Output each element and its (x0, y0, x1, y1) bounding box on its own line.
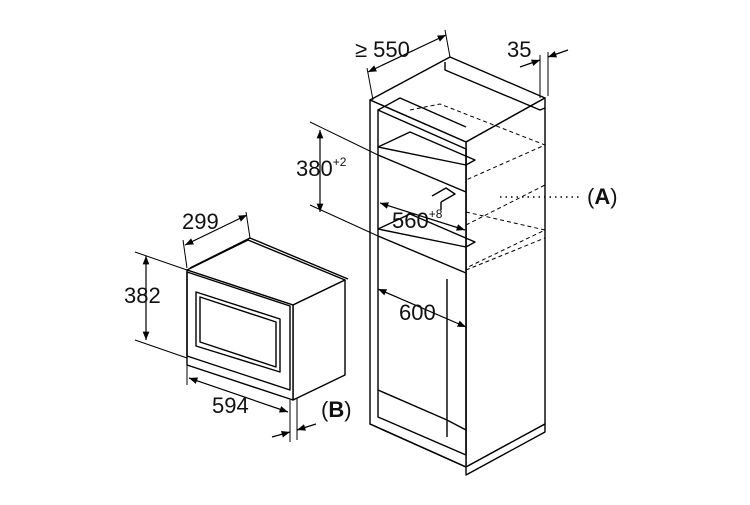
callout-a-letter: A (594, 184, 610, 209)
dim-382-ext-top (134, 251, 188, 271)
dim-600-arrow (377, 288, 467, 328)
dim-299-ext-left (182, 239, 188, 269)
callout-a-close: ) (610, 184, 617, 209)
dim-cabinet-width: 600 (399, 300, 436, 325)
hidden-upper-shelf (409, 103, 547, 181)
dim-niche-width-tolerance: +8 (429, 207, 443, 221)
hidden-lower-back (465, 237, 546, 271)
cabinet-upper-shelf (377, 131, 476, 166)
callout-b-letter: B (328, 397, 344, 422)
dim-35-arrow-left (519, 59, 541, 68)
dim-cabinet-top-offset: 35 (507, 37, 531, 62)
appliance-door (186, 271, 291, 391)
dim-550-ext-left (366, 67, 374, 101)
dim-b-arrow-left (271, 431, 291, 438)
dim-550-arrow (367, 34, 447, 73)
dim-35-arrow-right (547, 49, 569, 58)
dim-299-ext-right (245, 211, 251, 239)
dim-594-arrow (188, 377, 289, 413)
dim-380-ext-top (309, 121, 379, 156)
dim-appliance-width: 594 (212, 393, 249, 418)
cabinet-right-side (465, 97, 546, 468)
dim-299-arrow (184, 214, 248, 246)
appliance-window (195, 291, 281, 373)
dim-appliance-height: 382 (124, 283, 161, 308)
dim-niche-height-value: 380 (296, 156, 333, 181)
cabinet-plinth (369, 423, 546, 476)
dim-b-arrow-right (296, 423, 317, 431)
dim-niche-height-tolerance: +2 (333, 155, 347, 169)
dim-550-ext-right (444, 29, 451, 58)
callout-a: (A) (500, 184, 618, 209)
tall-cabinet (369, 56, 547, 476)
dim-niche-width: 560+8 (392, 207, 443, 233)
callout-a-label: (A) (587, 184, 618, 209)
appliance-window-inner (199, 296, 277, 368)
callout-b-open: ( (321, 397, 329, 422)
dim-appliance-depth: 299 (182, 209, 219, 234)
cabinet-bottom-edge-right (446, 419, 467, 431)
dim-niche-height: 380+2 (296, 155, 347, 181)
dim-niche-width-value: 560 (392, 208, 429, 233)
hidden-mid-line (465, 184, 546, 226)
cabinet-interior-edge (377, 97, 467, 128)
cabinet-lower-shelf-front (377, 235, 467, 274)
appliance (186, 237, 349, 401)
dim-382-ext-bottom (134, 339, 188, 359)
callout-b-close: ) (344, 397, 351, 422)
callout-a-open: ( (587, 184, 595, 209)
cabinet-bottom-edge (377, 389, 448, 421)
dim-560-arrow (379, 202, 466, 231)
niche-bracket (431, 187, 456, 203)
cabinet-dimensions: ≥ 550 35 380+2 560+8 600 (296, 29, 569, 328)
callout-b-label: (B) (321, 397, 352, 422)
dim-cabinet-depth: ≥ 550 (355, 37, 410, 62)
cabinet-upper-shelf-front (377, 154, 467, 193)
callout-b: (B) (321, 397, 352, 422)
appliance-dimensions: 299 382 594 (124, 209, 317, 442)
